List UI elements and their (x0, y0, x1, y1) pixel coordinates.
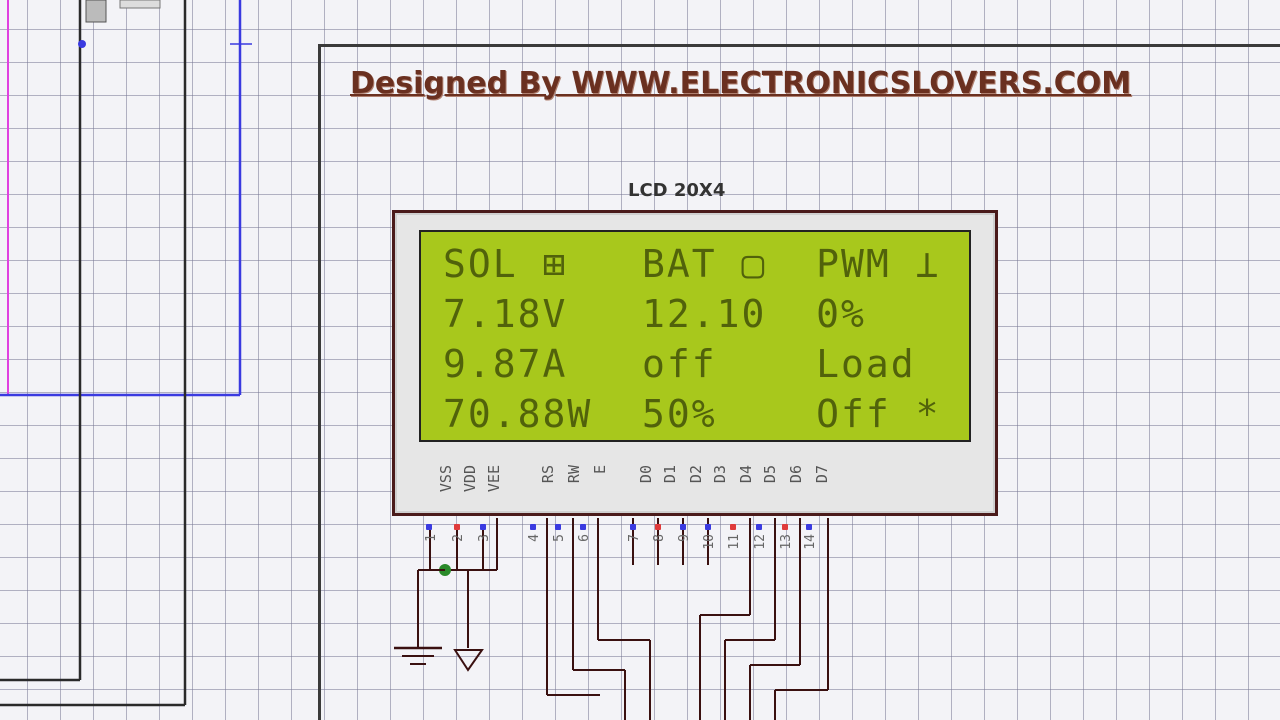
pin-label-rw: RW (565, 465, 583, 484)
pin-number-10: 10 (702, 534, 717, 550)
pin-label-d5: D5 (761, 465, 779, 484)
pin-state-dot (426, 524, 432, 530)
pin-state-dot (806, 524, 812, 530)
pin-label-vss: VSS (437, 465, 455, 493)
ground-triangle (453, 649, 484, 672)
pin-number-7: 7 (627, 534, 642, 542)
pin-state-dot (705, 524, 711, 530)
lcd-row-2: 7.18V 12.10 0% (443, 292, 866, 336)
pin-label-vee: VEE (485, 465, 503, 493)
lcd-row-4: 70.88W 50% Off * (443, 392, 941, 436)
pin-state-dot (630, 524, 636, 530)
pin-label-d1: D1 (661, 465, 679, 484)
pin-number-11: 11 (727, 534, 742, 550)
pin-number-12: 12 (753, 534, 768, 550)
pin-number-5: 5 (552, 534, 567, 542)
sheet-border (318, 44, 1280, 720)
pin-state-dot (480, 524, 486, 530)
lcd-row-1: SOL ⊞ BAT ▢ PWM ⊥ (443, 242, 941, 286)
pin-state-dot (756, 524, 762, 530)
pin-number-4: 4 (527, 534, 542, 542)
pin-state-dot (782, 524, 788, 530)
pin-label-e: E (591, 465, 609, 475)
pin-label-rs: RS (539, 465, 557, 484)
pin-state-dot (530, 524, 536, 530)
lcd-pin-labels: VSS VDD VEE RS RW E D0 D1 D2 D3 D4 D5 D6… (395, 461, 995, 511)
junction-dot (78, 40, 86, 48)
pin-label-d3: D3 (711, 465, 729, 484)
designed-by-label: Designed By WWW.ELECTRONICSLOVERS.COM (350, 66, 1132, 101)
pin-number-8: 8 (652, 534, 667, 542)
lcd-20x4-component[interactable]: SOL ⊞ BAT ▢ PWM ⊥ 7.18V 12.10 0% 9.87A o… (392, 210, 998, 516)
component-stub (85, 0, 107, 23)
pin-label-vdd: VDD (461, 465, 479, 493)
pin-label-d7: D7 (813, 465, 831, 484)
pin-label-d2: D2 (687, 465, 705, 484)
pin-state-dot (454, 524, 460, 530)
lcd-screen: SOL ⊞ BAT ▢ PWM ⊥ 7.18V 12.10 0% 9.87A o… (419, 230, 971, 442)
lcd-component-name: LCD 20X4 (628, 180, 726, 201)
pin-number-9: 9 (677, 534, 692, 542)
pin-number-14: 14 (803, 534, 818, 550)
pin-label-d0: D0 (637, 465, 655, 484)
lcd-row-3: 9.87A off Load (443, 342, 916, 386)
pin-state-dot (680, 524, 686, 530)
pin-number-6: 6 (577, 534, 592, 542)
pin-number-1: 1 (424, 534, 439, 542)
pin-state-dot (655, 524, 661, 530)
pin-label-d6: D6 (787, 465, 805, 484)
pin-label-d4: D4 (737, 465, 755, 484)
pin-state-dot (555, 524, 561, 530)
pin-number-3: 3 (477, 534, 492, 542)
pin-state-dot (580, 524, 586, 530)
pin-state-dot (730, 524, 736, 530)
pin-number-13: 13 (779, 534, 794, 550)
pin-number-2: 2 (451, 534, 466, 542)
